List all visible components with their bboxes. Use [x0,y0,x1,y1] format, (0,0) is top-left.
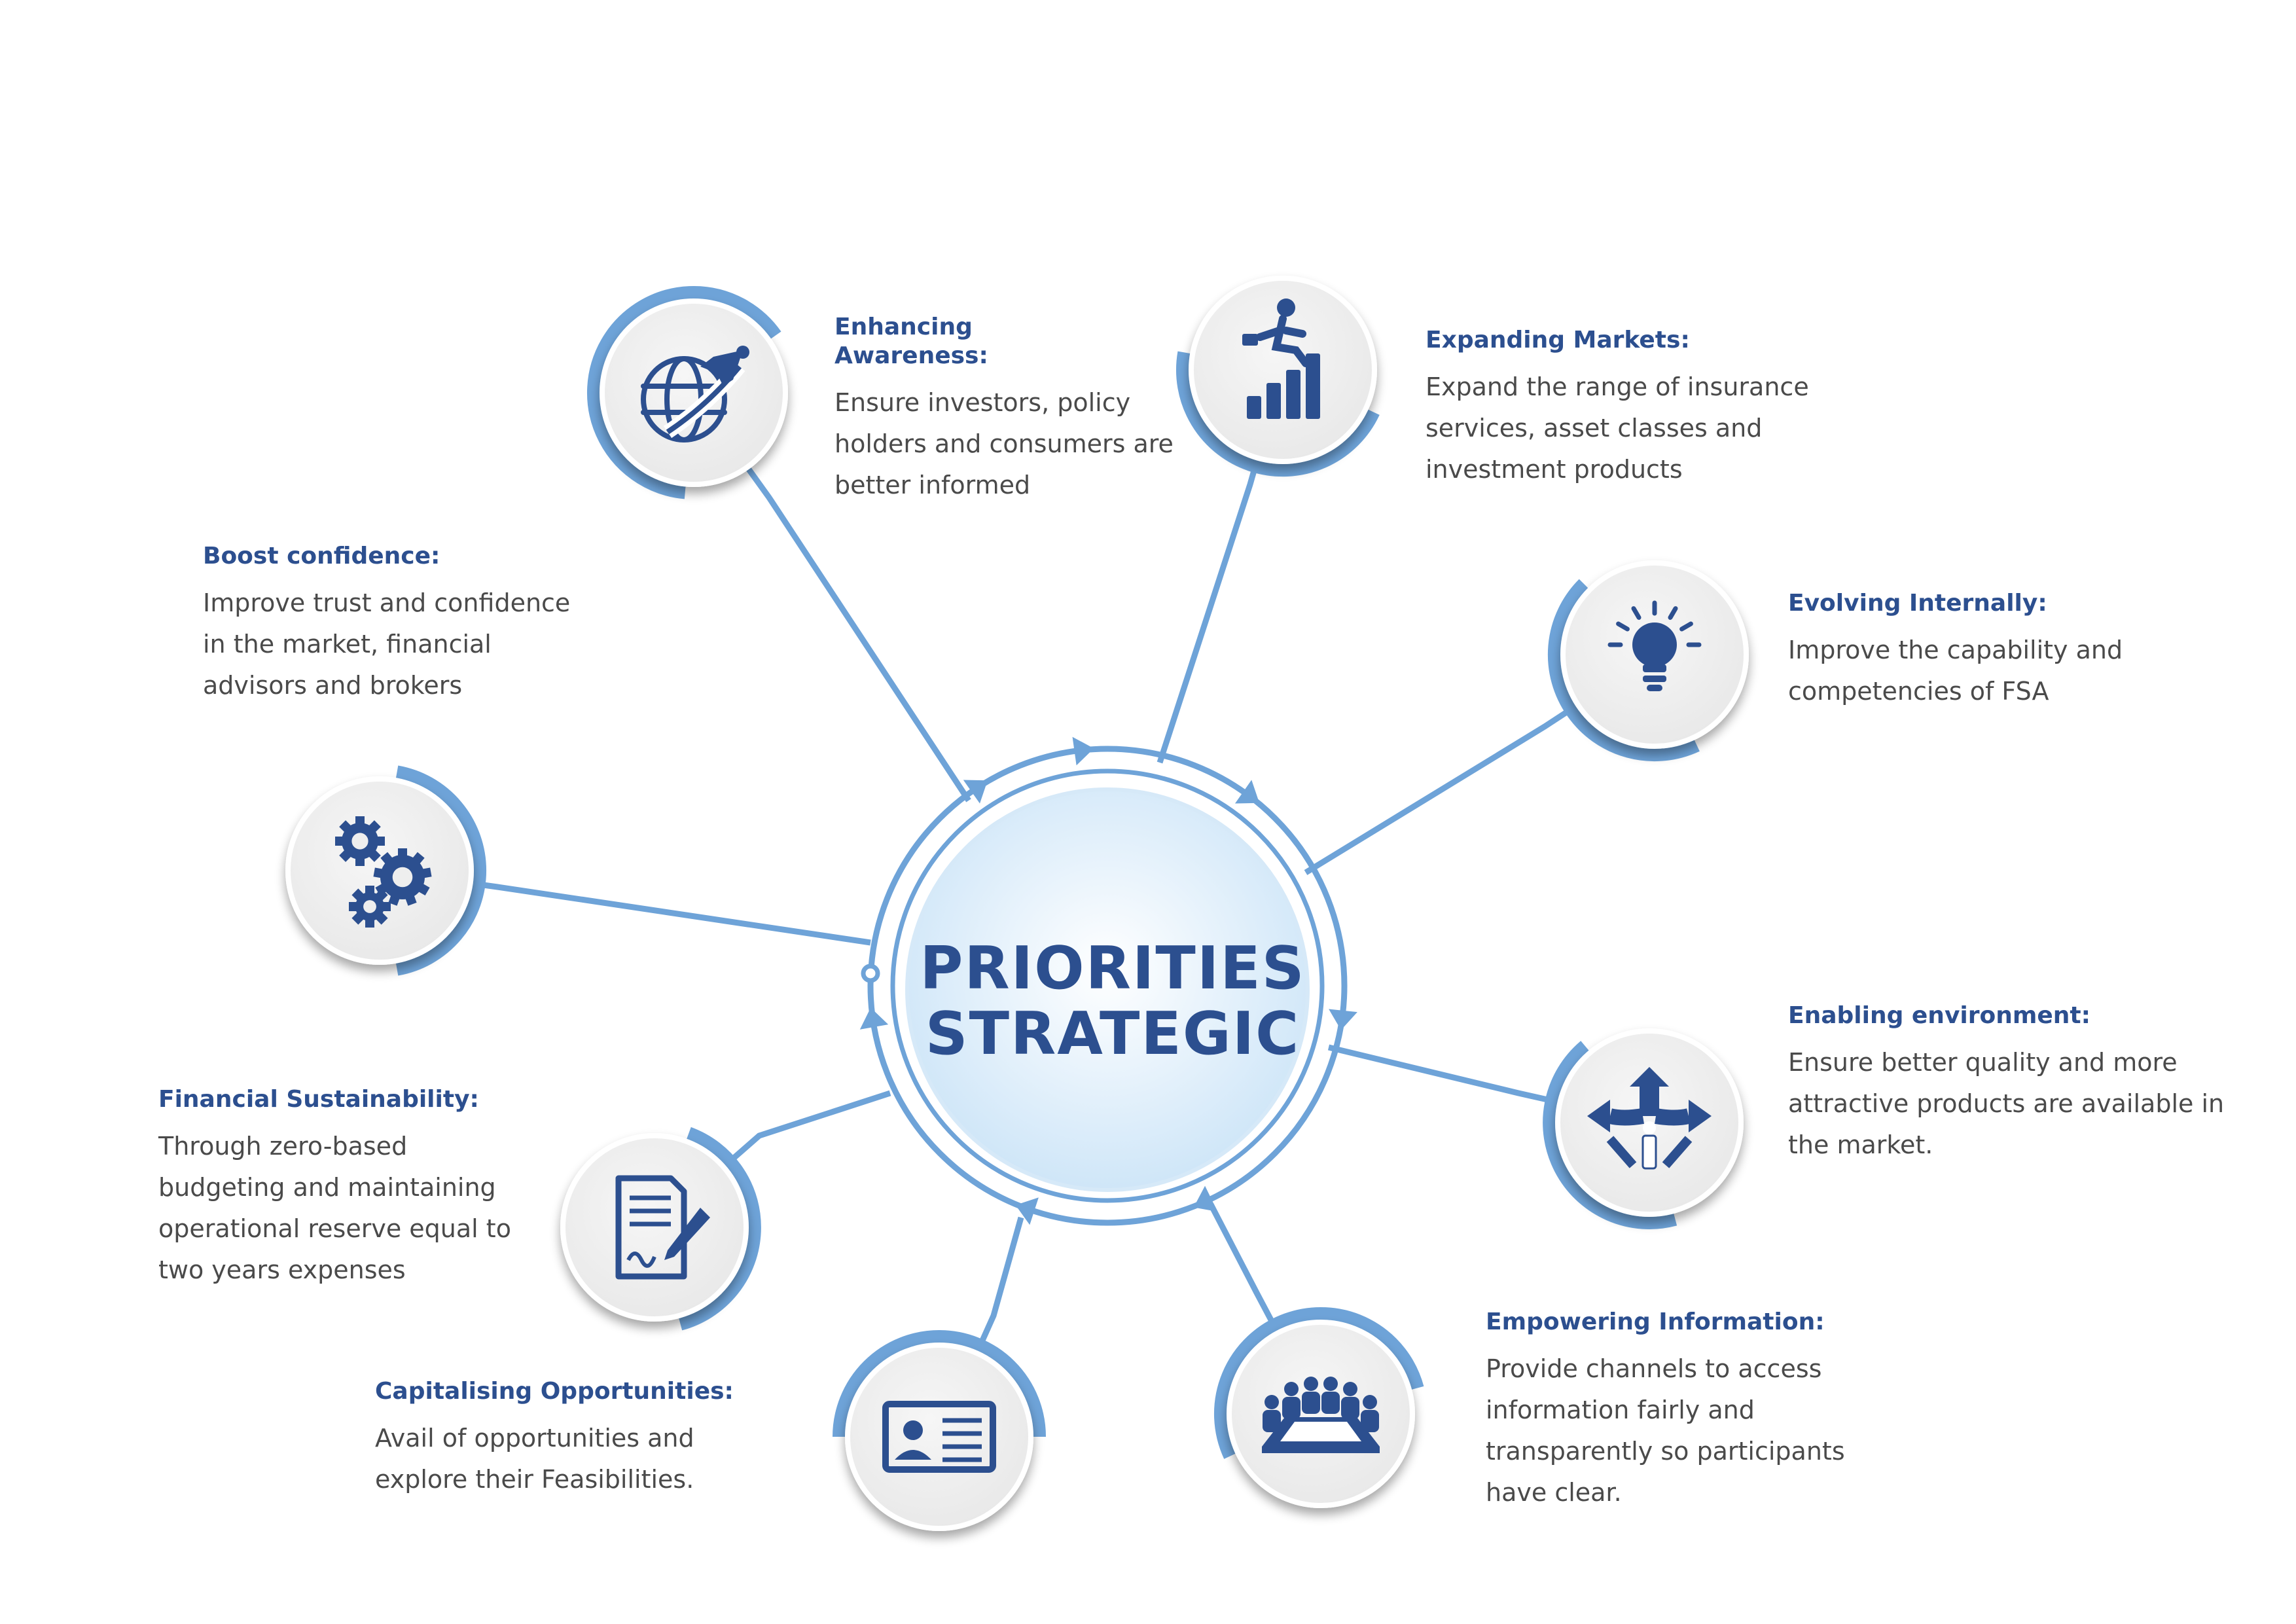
priority-node [586,286,788,499]
node-accent-arc [395,765,487,976]
node-accent-arc [678,1127,761,1331]
ring-arrowhead [1234,780,1260,804]
priority-description: Expand the range of insurance services, … [1426,372,1809,484]
priority-nodes [285,276,1749,1531]
node-accent-arc [1543,1041,1677,1229]
priority-description: Avail of opportunities and explore their… [375,1424,694,1494]
priority-node [1543,1028,1744,1229]
globe-plane-icon [641,346,749,442]
node-circle [1227,1320,1415,1508]
priority-description: Ensure investors, policy holders and con… [834,388,1174,499]
priority-title: Enhancing Awareness: [834,314,988,369]
node-circle [845,1343,1033,1531]
priority-title: Financial Sustainability: [158,1086,479,1113]
priority-text-evolving-internally: Evolving Internally: Improve the capabil… [1788,589,2155,712]
priority-title: Enabling environment: [1788,1002,2091,1029]
center-hub [859,736,1357,1226]
center-title: PRIORITIES STRATEGIC [884,903,1342,1100]
ring-arrowhead [1072,736,1094,766]
priority-text-financial-sustainability: Financial Sustainability: Through zero-b… [158,1085,538,1291]
priority-description: Ensure better quality and more attractiv… [1788,1048,2225,1159]
priority-title: Capitalising Opportunities: [375,1378,734,1405]
center-title-line1: PRIORITIES [920,934,1306,1003]
priority-description: Through zero-based budgeting and maintai… [158,1132,511,1284]
ring-arrowhead [1015,1197,1039,1225]
priority-node [1214,1307,1424,1508]
priority-description: Improve the capability and competencies … [1788,636,2123,706]
crossroads-arrows-icon [1587,1067,1712,1170]
priority-node [285,765,487,976]
ring-arrowhead [963,780,988,804]
priority-description: Improve trust and confidence in the mark… [203,588,571,700]
lightbulb-icon [1607,600,1702,691]
priority-title: Evolving Internally: [1788,590,2047,617]
ring-arrowhead [1329,1009,1357,1030]
priority-node [1547,560,1749,762]
center-outer-ring [867,746,1348,1226]
center-disc [905,787,1310,1192]
node-accent-arc [1547,579,1700,762]
document-sign-icon [615,1175,710,1280]
id-card-icon [882,1401,996,1473]
priority-text-expanding-markets: Expanding Markets: Expand the range of i… [1426,326,1831,490]
node-accent-arc [1214,1307,1424,1459]
growth-chart-icon [1242,298,1320,419]
priority-description: Provide channels to access information f… [1486,1354,1845,1507]
priority-text-enhancing-awareness: Enhancing Awareness: Ensure investors, p… [834,313,1175,506]
node-accent-arc [833,1330,1046,1437]
ring-arrowhead [1193,1185,1218,1212]
priority-node [833,1330,1046,1531]
priority-node [560,1127,761,1331]
priority-text-capitalising-opportunities: Capitalising Opportunities: Avail of opp… [375,1377,742,1500]
priority-text-enabling-environment: Enabling environment: Ensure better qual… [1788,1001,2233,1166]
gears-icon [335,816,432,928]
node-circle [600,298,788,487]
priority-title: Boost confidence: [203,543,440,569]
priority-text-boost-confidence: Boost confidence: Improve trust and conf… [203,542,596,706]
meeting-table-icon [1262,1377,1380,1453]
center-ring-dot [861,964,880,983]
node-accent-arc [586,286,781,499]
priority-node [1176,276,1380,477]
priority-title: Expanding Markets: [1426,327,1690,353]
node-circle [1189,276,1377,464]
node-circle [560,1133,749,1322]
center-title-line2: STRATEGIC [925,1000,1300,1068]
ring-arrowhead [859,1007,889,1030]
priority-title: Empowering Information: [1486,1308,1825,1335]
node-accent-arc [1176,351,1380,477]
priority-text-empowering-information: Empowering Information: Provide channels… [1486,1308,1892,1513]
